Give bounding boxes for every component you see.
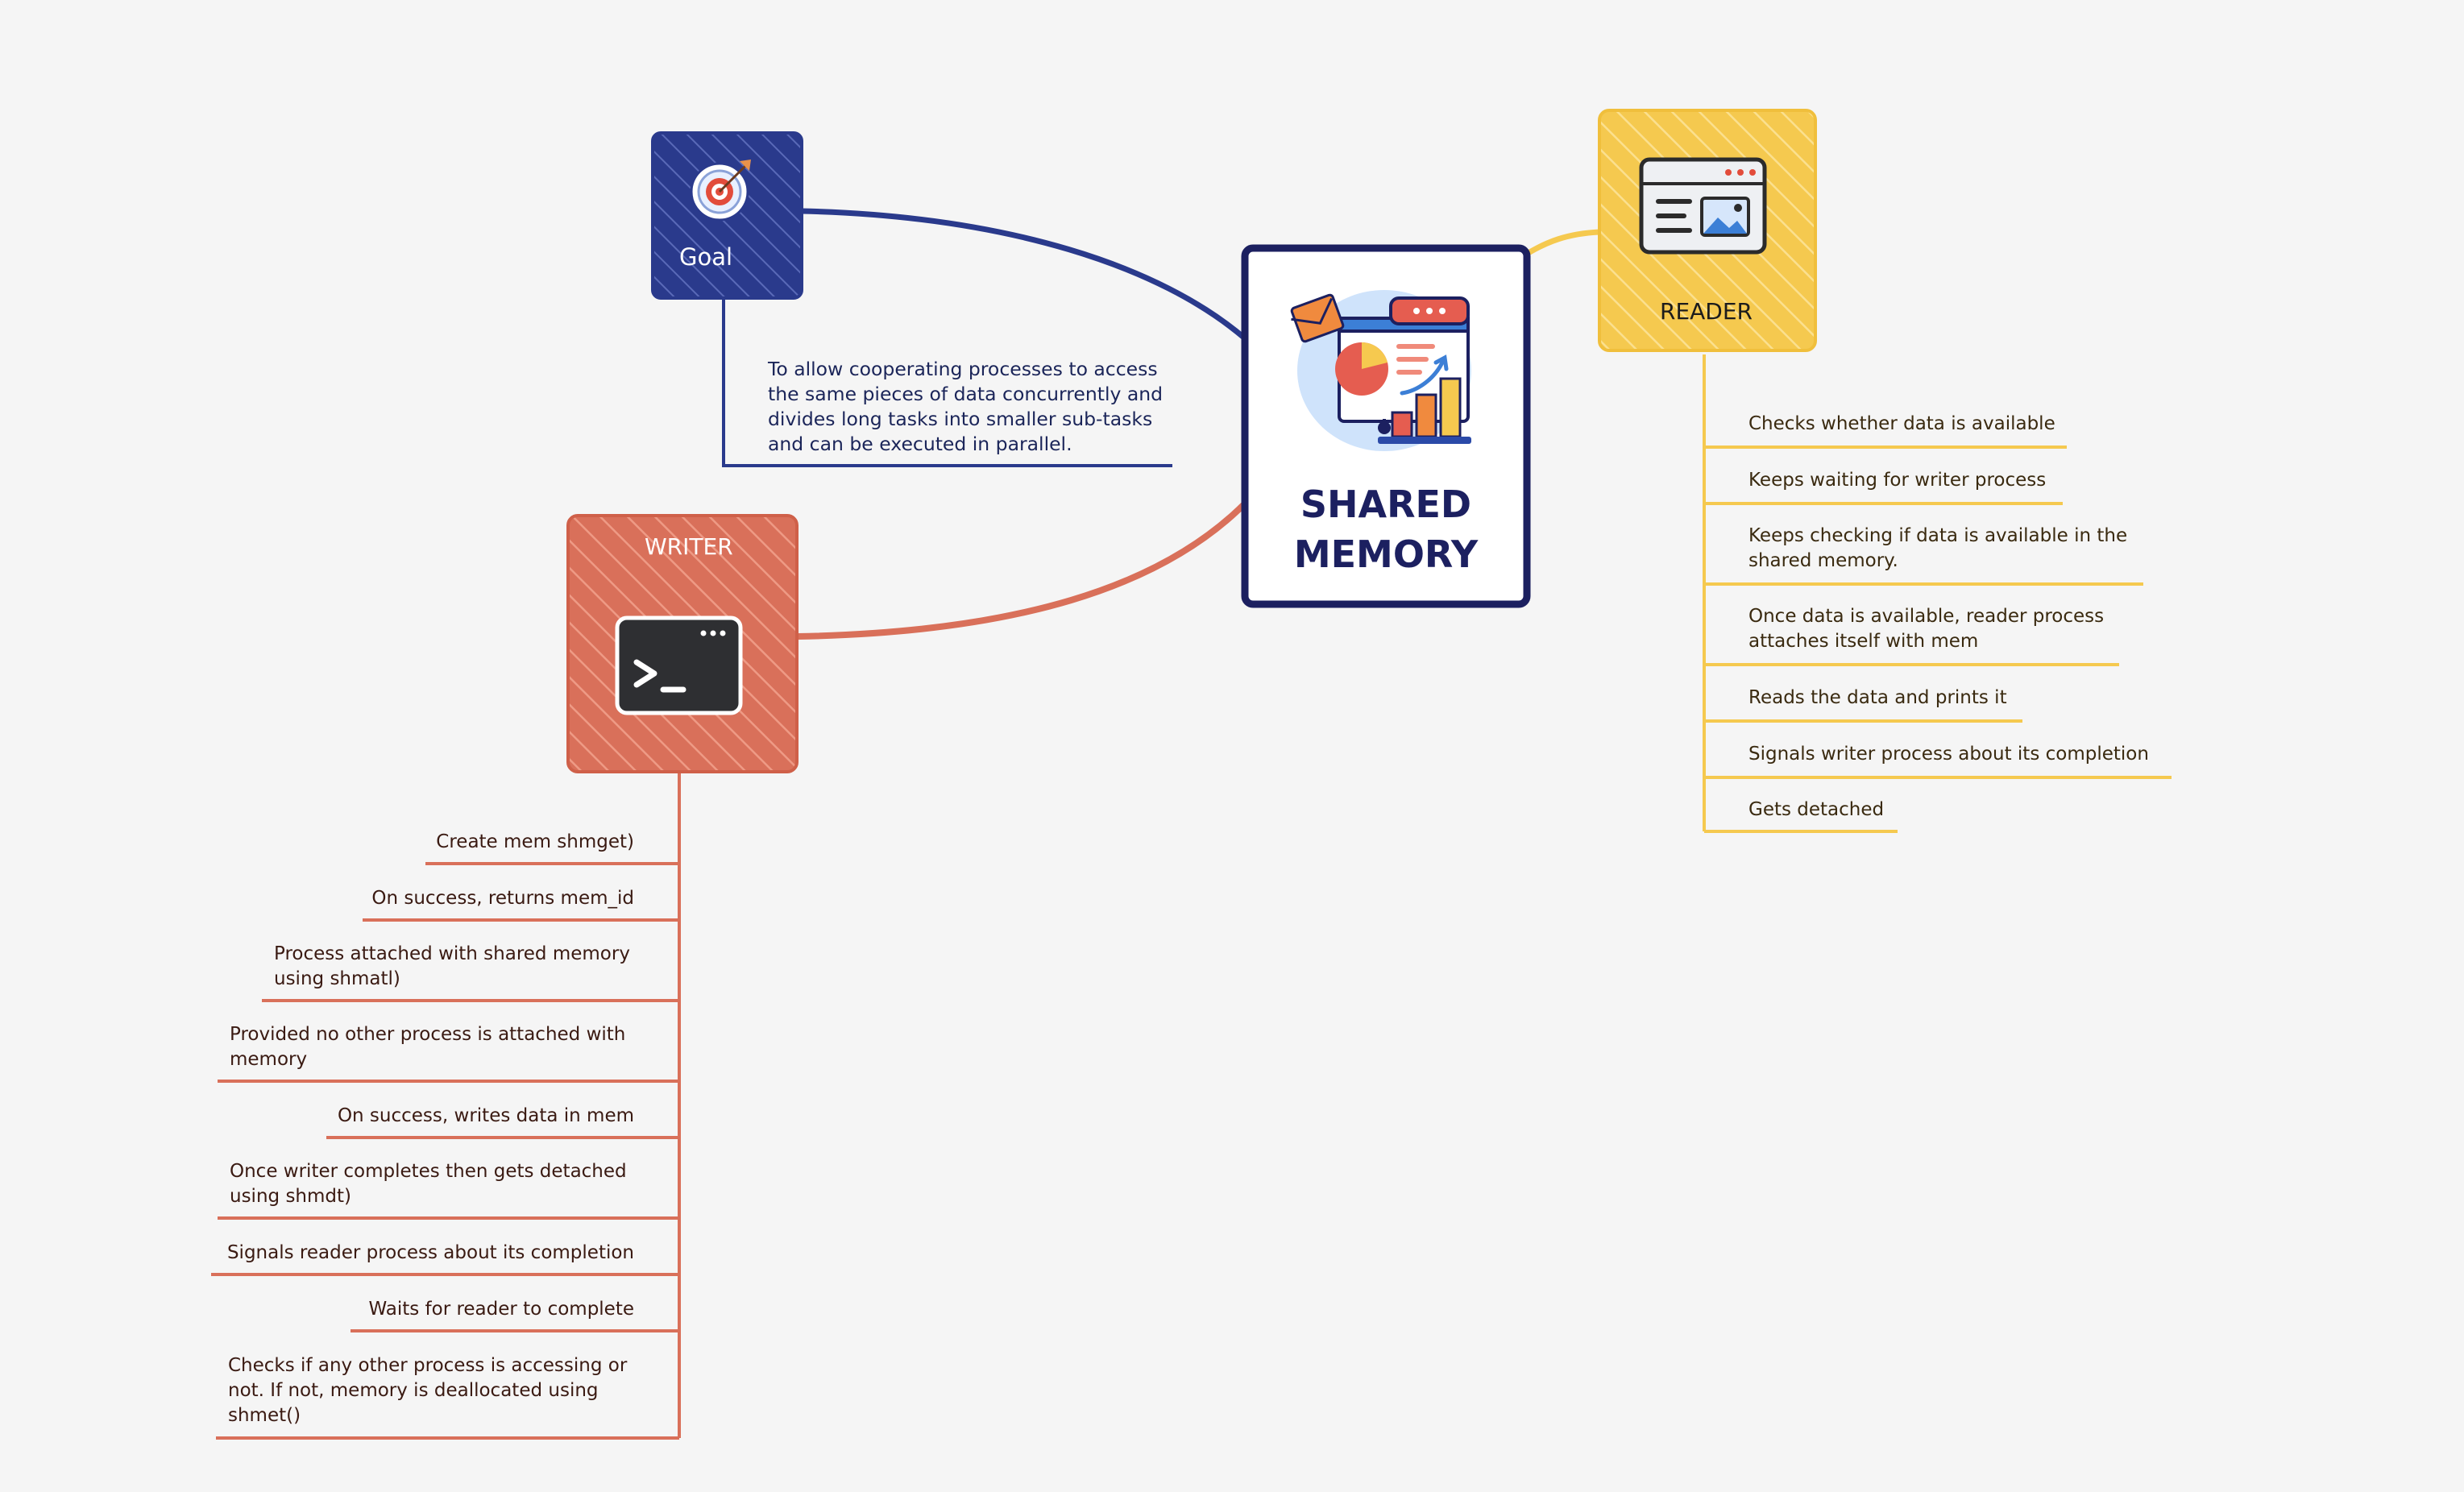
goal-label: Goal bbox=[679, 243, 733, 271]
reader-item: Signals writer process about its complet… bbox=[1748, 742, 2149, 767]
writer-item-text: Create mem shmget) bbox=[436, 831, 634, 852]
writer-item-text: not. If not, memory is deallocated using bbox=[228, 1380, 599, 1401]
reader-item: Reads the data and prints it bbox=[1748, 686, 2007, 711]
reader-item-text: Once data is available, reader process bbox=[1748, 606, 2105, 627]
goal-connector bbox=[799, 208, 1248, 342]
reader-item-text: shared memory. bbox=[1748, 550, 1898, 571]
reader-item-text: Signals writer process about its complet… bbox=[1748, 744, 2149, 765]
presentation-chart-icon bbox=[1290, 290, 1471, 451]
goal-description-line: and can be executed in parallel. bbox=[768, 433, 1072, 455]
writer-item: Signals reader process about its complet… bbox=[227, 1241, 634, 1266]
central-node[interactable] bbox=[1241, 244, 1531, 608]
writer-item-text: using shmdt) bbox=[230, 1186, 351, 1207]
goal-node[interactable] bbox=[651, 131, 803, 300]
writer-item-text: shmet() bbox=[228, 1405, 301, 1426]
reader-node[interactable] bbox=[1598, 109, 1817, 352]
writer-item-text: Waits for reader to complete bbox=[368, 1299, 634, 1320]
reader-item: Checks whether data is available bbox=[1748, 412, 2055, 437]
browser-window-icon bbox=[1639, 157, 1767, 255]
writer-label: WRITER bbox=[645, 533, 733, 560]
reader-item: Gets detached bbox=[1748, 798, 1884, 823]
goal-description: To allow cooperating processes to access… bbox=[768, 357, 1163, 457]
reader-item-text: Keeps checking if data is available in t… bbox=[1748, 525, 2128, 546]
writer-connector bbox=[794, 500, 1248, 640]
writer-node[interactable] bbox=[566, 514, 799, 773]
writer-item: Create mem shmget) bbox=[436, 830, 634, 855]
terminal-icon bbox=[615, 615, 743, 715]
reader-connector bbox=[1524, 229, 1603, 257]
writer-item-text: Checks if any other process is accessing… bbox=[228, 1355, 628, 1376]
writer-item-text: Provided no other process is attached wi… bbox=[230, 1024, 626, 1045]
writer-item-text: On success, returns mem_id bbox=[371, 888, 634, 909]
reader-item-text: Gets detached bbox=[1748, 799, 1885, 820]
goal-description-line: To allow cooperating processes to access bbox=[768, 358, 1158, 380]
writer-item: On success, writes data in mem bbox=[338, 1104, 634, 1129]
writer-item: Provided no other process is attached wi… bbox=[230, 1022, 625, 1072]
writer-item-text: Signals reader process about its complet… bbox=[226, 1242, 634, 1263]
writer-item: Process attached with shared memory usin… bbox=[274, 942, 630, 992]
reader-item: Keeps checking if data is available in t… bbox=[1748, 524, 2127, 574]
reader-item: Once data is available, reader process a… bbox=[1748, 604, 2104, 654]
goal-note-bracket bbox=[722, 300, 1172, 467]
reader-item: Keeps waiting for writer process bbox=[1748, 468, 2046, 493]
central-title-line-2: MEMORY bbox=[1293, 533, 1479, 576]
reader-item-text: Reads the data and prints it bbox=[1748, 687, 2007, 708]
central-title: SHARED MEMORY bbox=[1249, 479, 1523, 579]
reader-item-lines bbox=[1703, 354, 2172, 833]
writer-item-lines bbox=[211, 773, 681, 1440]
goal-description-line: the same pieces of data concurrently and bbox=[768, 383, 1164, 405]
writer-item-text: Once writer completes then gets detached bbox=[230, 1161, 627, 1182]
target-icon bbox=[690, 160, 751, 222]
reader-item-text: attaches itself with mem bbox=[1748, 631, 1979, 652]
central-title-line-1: SHARED bbox=[1300, 483, 1472, 526]
writer-item: Once writer completes then gets detached… bbox=[230, 1159, 627, 1209]
writer-item: Waits for reader to complete bbox=[368, 1297, 634, 1322]
writer-item-text: Process attached with shared memory bbox=[274, 943, 630, 964]
writer-item-text: On success, writes data in mem bbox=[337, 1105, 634, 1126]
writer-item-text: using shmatl) bbox=[274, 968, 400, 989]
reader-label: READER bbox=[1660, 298, 1753, 325]
writer-item: Checks if any other process is accessing… bbox=[228, 1353, 627, 1428]
reader-item-text: Checks whether data is available bbox=[1748, 413, 2055, 434]
writer-item-text: memory bbox=[230, 1049, 308, 1070]
reader-item-text: Keeps waiting for writer process bbox=[1748, 470, 2047, 491]
writer-item: On success, returns mem_id bbox=[371, 886, 634, 911]
goal-description-line: divides long tasks into smaller sub-task… bbox=[768, 408, 1153, 430]
